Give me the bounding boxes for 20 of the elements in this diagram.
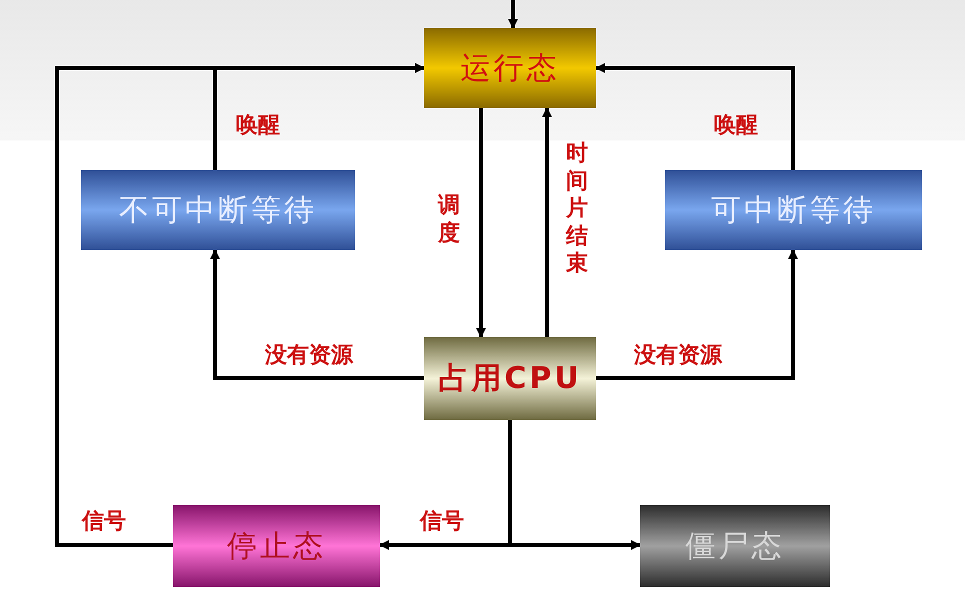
arrow — [508, 0, 518, 29]
state-box: 运行态 — [424, 28, 596, 108]
arrow — [595, 63, 795, 170]
edge-label: 没有资源 — [634, 342, 722, 370]
state-box: 可中断等待 — [665, 170, 922, 250]
state-box: 占用CPU — [424, 337, 596, 420]
edge-label: 没有资源 — [265, 342, 353, 370]
edge-label: 信号 — [420, 508, 464, 536]
state-box: 不可中断等待 — [81, 170, 355, 250]
edge-label: 唤醒 — [236, 112, 280, 140]
arrow — [476, 108, 486, 338]
edge-label: 信号 — [82, 508, 126, 536]
state-box: 停止态 — [173, 505, 380, 587]
edge-label: 时间片结束 — [566, 140, 589, 278]
arrow — [210, 249, 424, 380]
edge-label: 唤醒 — [714, 112, 758, 140]
arrow — [596, 249, 798, 380]
edge-label: 调度 — [438, 192, 461, 247]
arrow — [542, 107, 552, 337]
state-box: 僵尸态 — [640, 505, 830, 587]
